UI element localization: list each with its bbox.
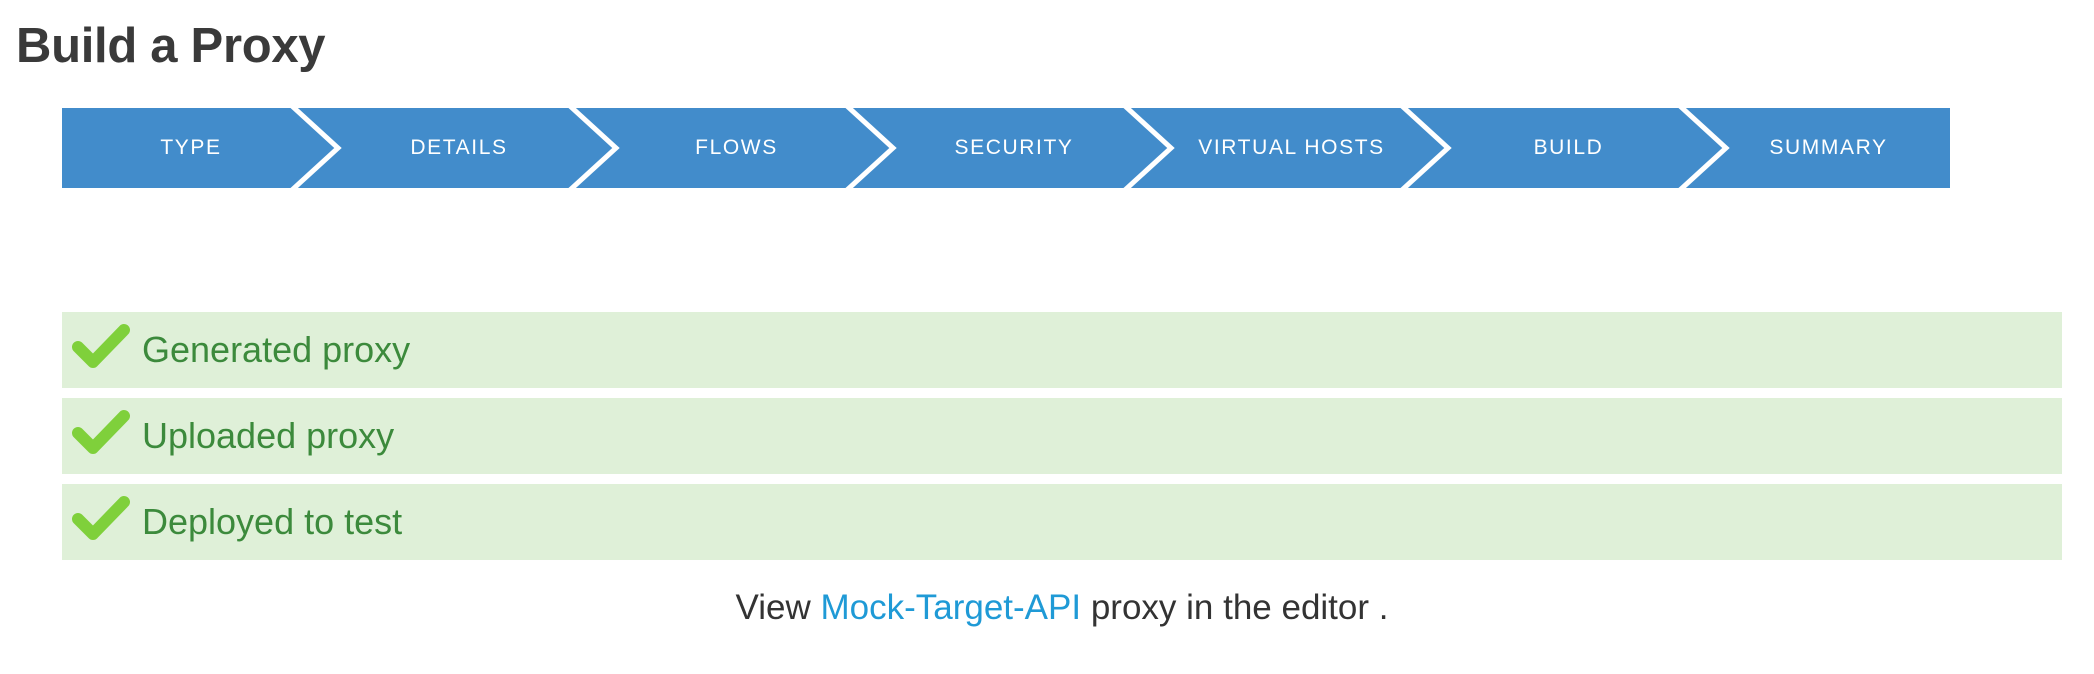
status-text: Uploaded proxy [142,415,395,456]
wizard-step-label: SECURITY [954,136,1074,159]
check-icon [72,410,130,454]
wizard-step-label: TYPE [160,136,222,159]
check-icon [72,324,130,368]
wizard-step-summary[interactable]: SUMMARY [1707,108,1950,188]
wizard-step-label: VIRTUAL HOSTS [1198,136,1385,159]
proxy-editor-link[interactable]: Mock-Target-API [820,588,1082,627]
wizard-step-label: SUMMARY [1769,136,1888,159]
status-text: Generated proxy [142,329,411,370]
wizard-step-flows[interactable]: FLOWS [598,108,875,188]
page-title: Build a Proxy [16,19,326,73]
status-row-generated: Generated proxy [62,312,2062,388]
status-row-deployed: Deployed to test [62,484,2062,560]
wizard-step-security[interactable]: SECURITY [875,108,1153,188]
wizard-step-type[interactable]: TYPE [62,108,320,188]
wizard-steps: TYPE DETAILS FLOWS SECURITY VIRTUAL HOST… [62,108,1950,188]
status-row-uploaded: Uploaded proxy [62,398,2062,474]
wizard-step-build[interactable]: BUILD [1430,108,1707,188]
footer-prefix: View [735,588,821,627]
wizard-step-label: DETAILS [410,136,508,159]
footer-suffix: proxy in the editor . [1081,588,1389,627]
wizard-step-virtual-hosts[interactable]: VIRTUAL HOSTS [1153,108,1430,188]
wizard-step-label: FLOWS [695,136,778,159]
check-icon [72,496,130,540]
status-text: Deployed to test [142,501,403,542]
wizard-step-label: BUILD [1533,136,1604,159]
view-in-editor-message: View Mock-Target-API proxy in the editor… [62,584,2062,632]
wizard-step-details[interactable]: DETAILS [320,108,598,188]
